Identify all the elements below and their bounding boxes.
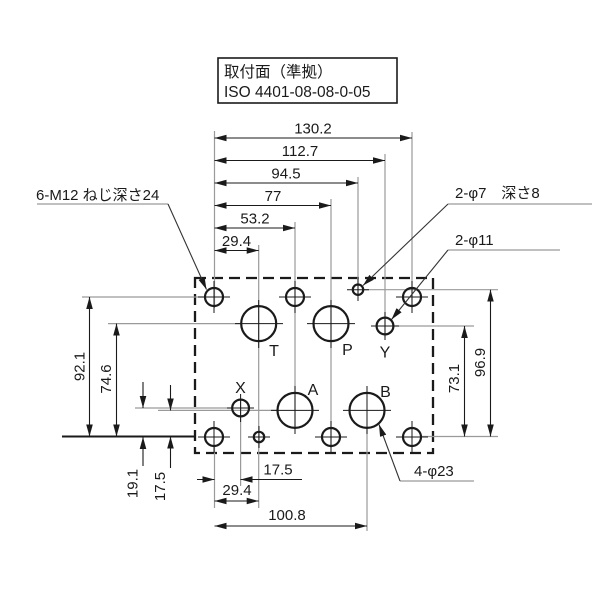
dimension-lines-right bbox=[461, 289, 494, 437]
port-b-hole bbox=[348, 391, 386, 429]
leader-line bbox=[167, 203, 208, 290]
dim-19-1: 19.1 bbox=[125, 469, 142, 498]
port-b-label: B bbox=[380, 384, 391, 401]
leader-callouts: 6-M12 ねじ深さ24 2-φ7 深さ8 2-φ11 4-φ23 bbox=[36, 185, 592, 482]
dim-130-2: 130.2 bbox=[294, 121, 332, 138]
callout-xy-ports: 2-φ11 bbox=[455, 232, 494, 249]
port-y-label: Y bbox=[380, 345, 391, 362]
dim-73-1: 73.1 bbox=[446, 364, 463, 393]
bolt-hole-top-middle bbox=[284, 286, 306, 308]
callout-pin-holes: 2-φ7 深さ8 bbox=[455, 185, 540, 202]
dimension-text-bottom: 17.5 29.4 100.8 bbox=[222, 462, 305, 525]
dim-29-4-bottom: 29.4 bbox=[222, 482, 251, 499]
dimension-text-top: 130.2 112.7 94.5 77 53.2 29.4 bbox=[222, 121, 332, 251]
dim-17-5-bottom: 17.5 bbox=[263, 462, 292, 479]
dim-74-6: 74.6 bbox=[98, 364, 115, 393]
pin-hole-bottom bbox=[252, 430, 266, 444]
pin-hole-top bbox=[351, 283, 365, 296]
leader-line bbox=[391, 249, 449, 320]
leader-line bbox=[378, 424, 401, 482]
port-y-hole bbox=[375, 316, 395, 336]
title-line-1: 取付面（準拠） bbox=[224, 63, 333, 81]
dimension-lines-bottom bbox=[197, 476, 367, 530]
dimension-text-left: 92.1 74.6 19.1 17.5 bbox=[72, 352, 170, 501]
dim-29-4-top: 29.4 bbox=[222, 233, 251, 250]
port-p-hole bbox=[312, 305, 350, 343]
port-x-label: X bbox=[235, 380, 246, 397]
port-t-label: T bbox=[269, 343, 279, 360]
port-x-hole bbox=[231, 398, 251, 418]
plate-outline bbox=[193, 276, 435, 455]
dim-17-5-left: 17.5 bbox=[152, 472, 169, 501]
extension-lines bbox=[82, 131, 498, 531]
dimension-lines-top bbox=[214, 134, 412, 254]
bolt-hole-top-right bbox=[401, 286, 423, 308]
bolt-hole-bottom-middle bbox=[320, 426, 342, 448]
dim-94-5: 94.5 bbox=[271, 166, 300, 183]
holes bbox=[203, 283, 423, 448]
callout-main-ports: 4-φ23 bbox=[414, 463, 454, 480]
dimension-lines-left bbox=[86, 297, 174, 468]
dim-53-2: 53.2 bbox=[240, 211, 269, 228]
centerlines bbox=[198, 279, 428, 453]
title-box: 取付面（準拠） ISO 4401-08-08-0-05 bbox=[217, 57, 398, 104]
dim-77: 77 bbox=[265, 188, 282, 205]
dim-100-8: 100.8 bbox=[268, 507, 306, 524]
port-t-hole bbox=[240, 305, 278, 343]
leader-line bbox=[362, 203, 449, 286]
title-box-border bbox=[217, 57, 398, 104]
port-labels: T P Y X A B bbox=[235, 342, 391, 401]
dim-112-7: 112.7 bbox=[282, 143, 318, 160]
bolt-hole-bottom-left bbox=[203, 426, 225, 448]
title-line-2: ISO 4401-08-08-0-05 bbox=[224, 84, 370, 101]
callout-bolt-holes: 6-M12 ねじ深さ24 bbox=[36, 187, 159, 204]
dim-92-1: 92.1 bbox=[72, 352, 89, 381]
port-p-label: P bbox=[342, 342, 353, 359]
bolt-hole-bottom-right bbox=[401, 426, 423, 448]
port-a-label: A bbox=[308, 382, 319, 399]
bolt-hole-top-left bbox=[203, 286, 225, 308]
port-a-hole bbox=[276, 391, 314, 429]
dimension-text-right: 73.1 96.9 bbox=[446, 348, 489, 393]
dim-96-9: 96.9 bbox=[472, 348, 489, 377]
